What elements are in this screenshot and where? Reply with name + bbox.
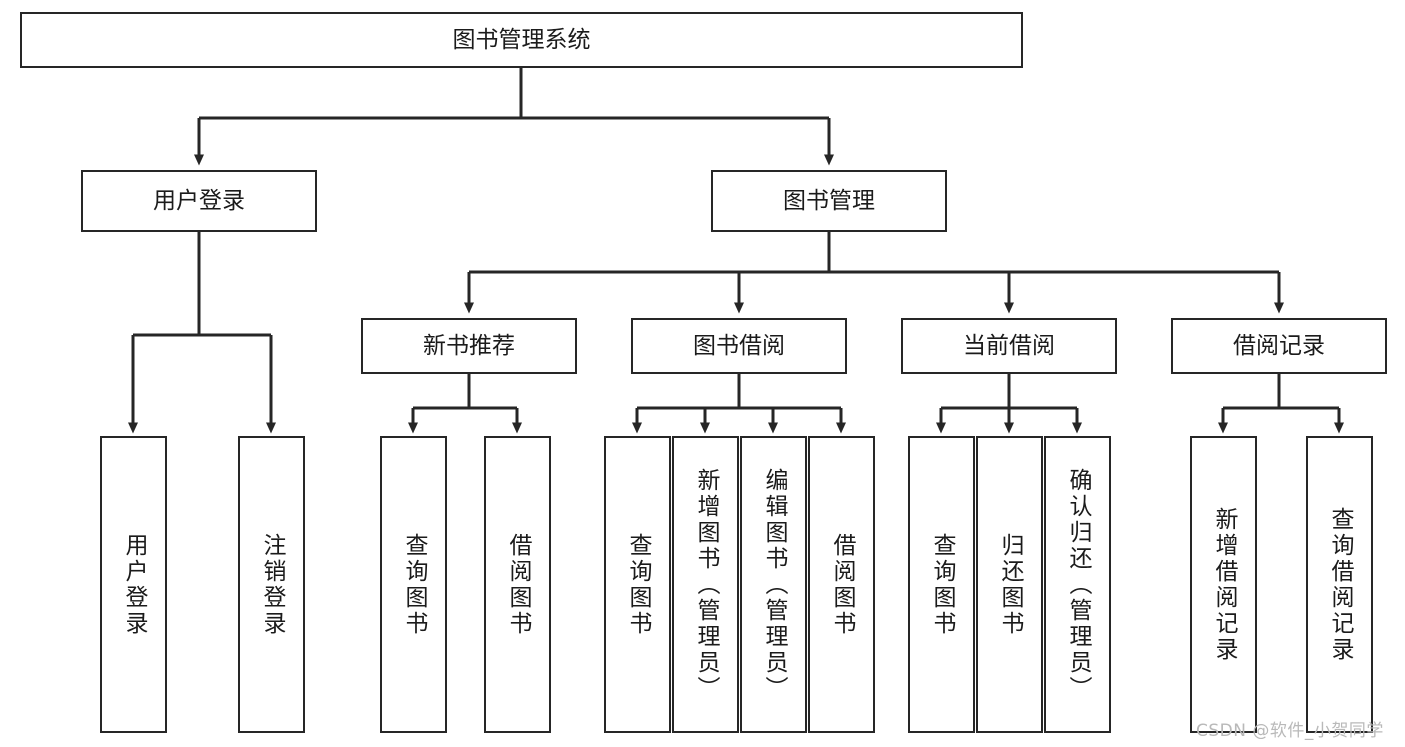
leaf-user-login[interactable]: 用户登录: [100, 436, 167, 733]
node-book-borrow-label: 图书借阅: [693, 332, 785, 359]
node-user-login-label: 用户登录: [153, 187, 245, 214]
leaf-borrow-query-book-label: 查询图书: [625, 532, 651, 637]
leaf-newbook-borrow-book-label: 借阅图书: [505, 532, 531, 637]
leaf-logout-label: 注销登录: [259, 532, 285, 637]
leaf-current-return-book-label: 归还图书: [997, 532, 1023, 637]
leaf-borrow-add-book-admin-label: 新增图书（管理员）: [693, 467, 719, 702]
leaf-borrow-borrow-book-label: 借阅图书: [829, 532, 855, 637]
leaf-logout[interactable]: 注销登录: [238, 436, 305, 733]
node-user-login[interactable]: 用户登录: [81, 170, 317, 232]
node-new-book-recommend[interactable]: 新书推荐: [361, 318, 577, 374]
node-book-management[interactable]: 图书管理: [711, 170, 947, 232]
leaf-records-add-record[interactable]: 新增借阅记录: [1190, 436, 1257, 733]
node-root-label: 图书管理系统: [452, 26, 591, 53]
leaf-current-return-book[interactable]: 归还图书: [976, 436, 1043, 733]
node-current-borrow[interactable]: 当前借阅: [901, 318, 1117, 374]
leaf-borrow-edit-book-admin[interactable]: 编辑图书（管理员）: [740, 436, 807, 733]
node-borrow-records-label: 借阅记录: [1233, 332, 1325, 359]
leaf-borrow-borrow-book[interactable]: 借阅图书: [808, 436, 875, 733]
leaf-borrow-query-book[interactable]: 查询图书: [604, 436, 671, 733]
leaf-newbook-query-book-label: 查询图书: [401, 532, 427, 637]
leaf-current-confirm-return-admin-label: 确认归还（管理员）: [1065, 467, 1091, 702]
node-current-borrow-label: 当前借阅: [963, 332, 1055, 359]
node-book-borrow[interactable]: 图书借阅: [631, 318, 847, 374]
leaf-borrow-edit-book-admin-label: 编辑图书（管理员）: [761, 467, 787, 702]
leaf-records-add-record-label: 新增借阅记录: [1211, 506, 1237, 663]
leaf-records-query-record-label: 查询借阅记录: [1327, 506, 1353, 663]
leaf-current-query-book-label: 查询图书: [929, 532, 955, 637]
leaf-user-login-label: 用户登录: [121, 532, 147, 637]
leaf-current-confirm-return-admin[interactable]: 确认归还（管理员）: [1044, 436, 1111, 733]
leaf-borrow-add-book-admin[interactable]: 新增图书（管理员）: [672, 436, 739, 733]
node-root[interactable]: 图书管理系统: [20, 12, 1023, 68]
node-borrow-records[interactable]: 借阅记录: [1171, 318, 1387, 374]
leaf-newbook-borrow-book[interactable]: 借阅图书: [484, 436, 551, 733]
leaf-current-query-book[interactable]: 查询图书: [908, 436, 975, 733]
node-new-book-recommend-label: 新书推荐: [423, 332, 515, 359]
csdn-watermark: CSDN @软件_小贺同学: [1196, 721, 1384, 741]
node-book-management-label: 图书管理: [783, 187, 875, 214]
leaf-records-query-record[interactable]: 查询借阅记录: [1306, 436, 1373, 733]
leaf-newbook-query-book[interactable]: 查询图书: [380, 436, 447, 733]
